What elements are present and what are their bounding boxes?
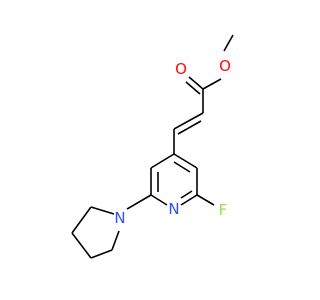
bond-ring-n1-c6 — [180, 194, 198, 206]
bond-carbonyl-double-1 — [188, 76, 204, 90]
carbonyl-oxygen-label: O — [175, 60, 187, 78]
bond-alkene-double-2 — [177, 120, 202, 135]
bond-pyrrolidine-cb-cc — [71, 232, 92, 259]
bond-ring-n1-c6-inner — [180, 190, 193, 199]
bond-ring-c6-fluorine — [196, 194, 215, 206]
bond-pyrrolidine-n-ca — [90, 206, 115, 215]
bond-carbonyl-double-2 — [185, 81, 201, 95]
bond-pyrrolidine-ca-cb — [71, 206, 92, 234]
bond-methyl-oxygen — [223, 34, 234, 52]
bond-ring-c2-pyrrolidine-n — [126, 194, 152, 210]
bond-pyrrolidine-cd-n — [111, 230, 120, 251]
fluorine-label: F — [219, 201, 228, 219]
bond-oxygen-carbonyl-carbon — [202, 78, 222, 90]
bond-ring-c2-n1 — [150, 194, 168, 206]
chemical-structure-diagram: O O N N F — [71, 34, 234, 259]
bond-ring-c5-c4 — [173, 153, 198, 169]
pyrrolidine-nitrogen-label: N — [114, 209, 125, 227]
bond-ring-c5-c4-inner — [173, 161, 191, 173]
bond-pyrrolidine-cc-cd — [90, 249, 113, 259]
pyridine-nitrogen-label: N — [168, 200, 179, 218]
bond-alkene-double-1 — [173, 112, 204, 130]
ether-oxygen-label: O — [219, 57, 231, 75]
bond-ring-c4-c3 — [150, 153, 175, 169]
